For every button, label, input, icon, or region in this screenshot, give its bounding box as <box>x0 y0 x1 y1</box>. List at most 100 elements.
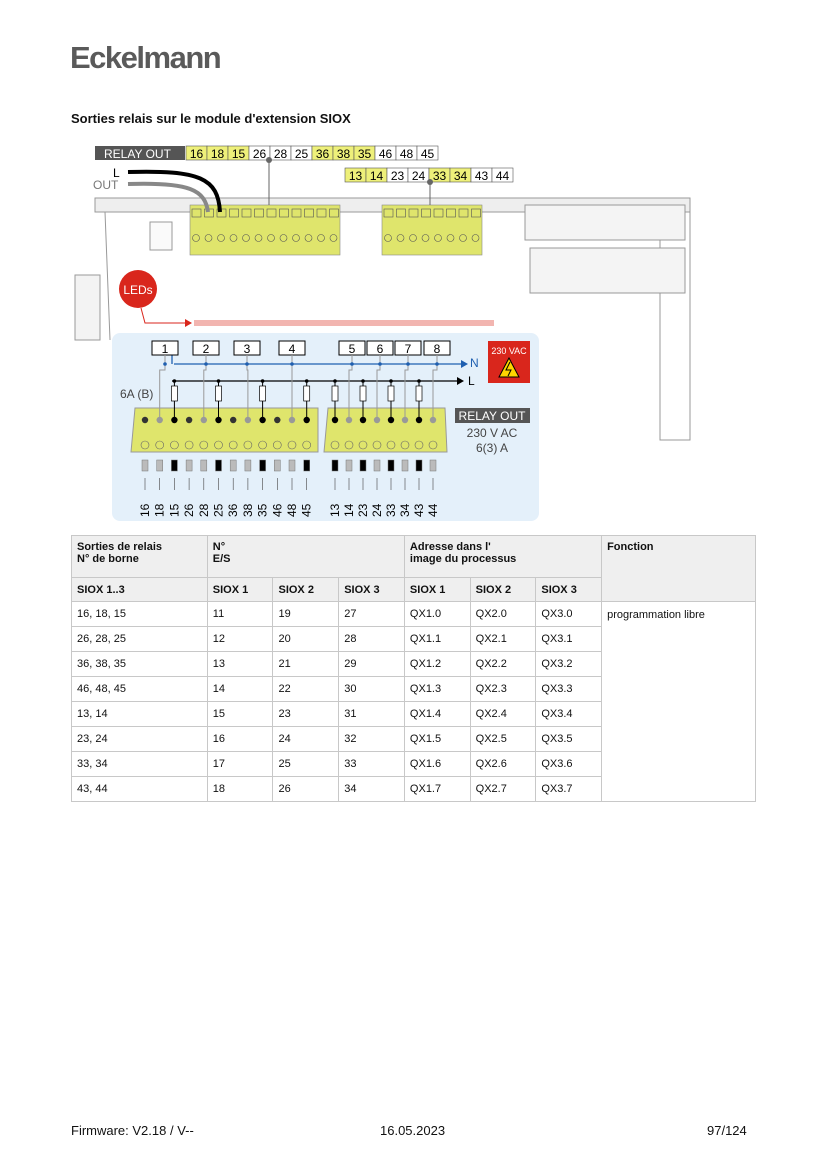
table-cell: 12 <box>206 626 274 652</box>
header-function: Fonction <box>601 535 756 602</box>
relay-number: 3 <box>244 342 251 356</box>
relay-out-label: RELAY OUT <box>104 147 172 161</box>
table-cell: QX2.2 <box>469 651 537 677</box>
table-cell: QX1.7 <box>403 776 471 802</box>
table-cell: QX3.7 <box>535 776 603 802</box>
l-label: L <box>468 374 475 388</box>
leds-label: LEDs <box>123 283 152 297</box>
table-cell: QX3.3 <box>535 676 603 702</box>
table-cell: 36, 38, 35 <box>71 651 208 677</box>
subheader-cell: SIOX 2 <box>469 577 537 602</box>
table-cell: QX3.4 <box>535 701 603 727</box>
terminal-label: 18 <box>153 503 167 517</box>
table-cell: 24 <box>272 726 340 752</box>
subheader-cell: SIOX 1..3 <box>71 577 208 602</box>
terminal-label: 35 <box>256 503 270 517</box>
relay-out-tag <box>95 146 185 160</box>
fuse-label: 6A (B) <box>120 387 153 401</box>
table-cell: QX2.7 <box>469 776 537 802</box>
terminal-number: 45 <box>421 147 435 161</box>
relay-out-box-label: RELAY OUT <box>459 409 527 423</box>
header-io-number: N°E/S <box>206 535 405 578</box>
terminal-label: 33 <box>384 503 398 517</box>
terminal-number: 44 <box>496 169 510 183</box>
terminal-block-b <box>323 407 448 453</box>
table-cell: QX1.6 <box>403 751 471 777</box>
subheader-cell: SIOX 1 <box>206 577 274 602</box>
table-cell: QX3.5 <box>535 726 603 752</box>
relay-number: 7 <box>405 342 412 356</box>
wire-out-label: OUT <box>93 178 119 192</box>
terminal-label: 43 <box>412 503 426 517</box>
terminal-number: 24 <box>412 169 426 183</box>
terminal-label: 44 <box>426 503 440 517</box>
table-cell: QX1.2 <box>403 651 471 677</box>
table-cell: 23, 24 <box>71 726 208 752</box>
relay-number: 8 <box>434 342 441 356</box>
subheader-cell: SIOX 2 <box>272 577 340 602</box>
relay-out-box <box>455 408 530 423</box>
terminal-label: 45 <box>300 503 314 517</box>
terminal-label: 46 <box>270 503 284 517</box>
table-cell: 11 <box>206 601 274 627</box>
table-cell: QX2.3 <box>469 676 537 702</box>
terminal-number: 18 <box>211 147 225 161</box>
terminal-label: 24 <box>370 503 384 517</box>
subheader-cell: SIOX 1 <box>403 577 471 602</box>
terminal-number: 43 <box>475 169 489 183</box>
eckelmann-logo: Eckelmann <box>70 40 222 75</box>
fuse-icon <box>415 385 423 402</box>
table-cell: 25 <box>272 751 340 777</box>
wire-out <box>127 181 210 213</box>
table-cell: 28 <box>338 626 405 652</box>
wire-l-label: L <box>113 166 120 180</box>
table-cell: 33 <box>338 751 405 777</box>
table-cell: 19 <box>272 601 340 627</box>
table-cell: 13, 14 <box>71 701 208 727</box>
current-label: 6(3) A <box>476 441 508 455</box>
terminal-label: 25 <box>212 503 226 517</box>
terminal-number: 36 <box>316 147 330 161</box>
table-cell: QX1.5 <box>403 726 471 752</box>
table-cell: 33, 34 <box>71 751 208 777</box>
terminal-label: 26 <box>182 503 196 517</box>
table-cell: 26, 28, 25 <box>71 626 208 652</box>
terminal-number-cell <box>491 167 514 183</box>
table-cell: QX2.5 <box>469 726 537 752</box>
fuse-icon <box>259 385 266 402</box>
terminal-label: 13 <box>328 503 342 517</box>
terminal-number: 48 <box>400 147 414 161</box>
table-cell: 18 <box>206 776 274 802</box>
leds-marker <box>119 270 157 308</box>
footer-page-number: 97/124 <box>707 1123 747 1138</box>
terminal-number: 46 <box>379 147 393 161</box>
table-cell: 15 <box>206 701 274 727</box>
table-cell: 22 <box>272 676 340 702</box>
terminal-block <box>381 204 483 256</box>
terminal-number-cell <box>416 145 439 161</box>
led-strip <box>194 320 494 326</box>
table-cell: QX3.0 <box>535 601 603 627</box>
footer-date: 16.05.2023 <box>380 1123 446 1138</box>
terminal-label: 48 <box>285 503 299 517</box>
table-cell: 26 <box>272 776 340 802</box>
footer-firmware: Firmware: V2.18 / V-- <box>71 1123 194 1138</box>
high-voltage-icon <box>498 356 520 378</box>
fuse-icon <box>331 385 339 402</box>
table-cell: 31 <box>338 701 405 727</box>
terminal-number: 23 <box>391 169 405 183</box>
table-cell: 46, 48, 45 <box>71 676 208 702</box>
relay-number: 6 <box>377 342 384 356</box>
relay-number: 5 <box>349 342 356 356</box>
terminal-number: 14 <box>370 169 384 183</box>
table-cell: QX3.1 <box>535 626 603 652</box>
terminal-number: 28 <box>274 147 288 161</box>
table-cell: QX3.2 <box>535 651 603 677</box>
